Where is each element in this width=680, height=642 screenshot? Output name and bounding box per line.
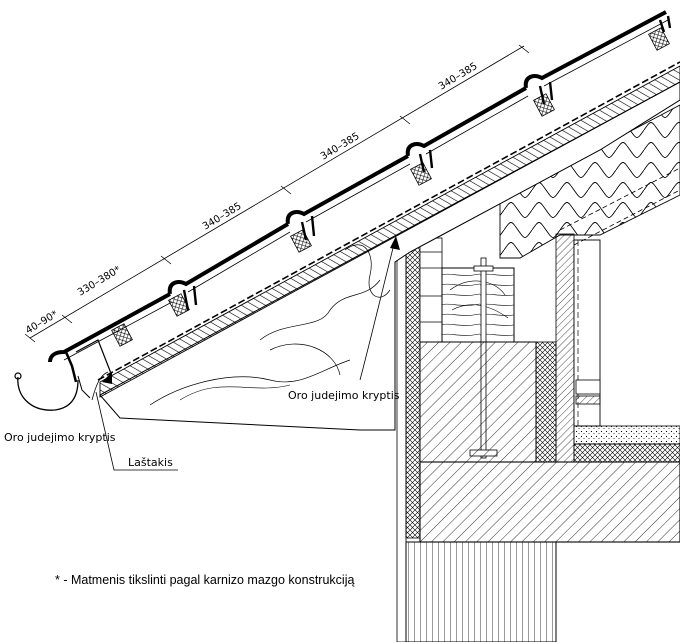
footnote: * - Matmenis tikslinti pagal karnizo maz… bbox=[55, 573, 354, 587]
underlay-membrane bbox=[97, 61, 680, 398]
dimension-label: 340–385 bbox=[319, 131, 362, 163]
airflow-arrow-right bbox=[390, 236, 400, 250]
wall-plaster-strip bbox=[396, 244, 407, 642]
dimension-label: 340–385 bbox=[201, 201, 244, 233]
concrete-beam bbox=[419, 341, 537, 463]
airflow-label-left: Oro judejimo kryptis bbox=[4, 431, 116, 444]
wall-structure bbox=[396, 233, 680, 642]
inner-block bbox=[555, 233, 575, 463]
gutter-profile bbox=[17, 376, 79, 411]
floor-screed bbox=[573, 425, 680, 445]
dimension-label: 330–380* bbox=[76, 264, 123, 298]
insulation-wave-band bbox=[499, 104, 680, 259]
wall-boards bbox=[419, 237, 443, 343]
tile-battens bbox=[111, 27, 670, 347]
dimension-label: 340–385 bbox=[437, 61, 480, 93]
floor-slab bbox=[419, 461, 680, 543]
rafter bbox=[99, 81, 680, 431]
lower-wall bbox=[405, 541, 557, 642]
wall-outer-insulation bbox=[405, 237, 421, 539]
gutter bbox=[14, 372, 91, 411]
rafter-body bbox=[99, 81, 680, 431]
dimension-label: 40–90* bbox=[24, 309, 60, 337]
roof-panels bbox=[48, 10, 672, 383]
dimension-line bbox=[24, 44, 530, 343]
airflow-arrows bbox=[91, 236, 400, 401]
airflow-arrow-left bbox=[102, 372, 112, 384]
gutter-label: Laštakis bbox=[128, 456, 173, 469]
airflow-label-right: Oro judejimo kryptis bbox=[288, 389, 400, 402]
floor-insulation bbox=[573, 443, 680, 463]
inner-insulation bbox=[535, 341, 557, 463]
gutter-leader bbox=[95, 391, 178, 471]
